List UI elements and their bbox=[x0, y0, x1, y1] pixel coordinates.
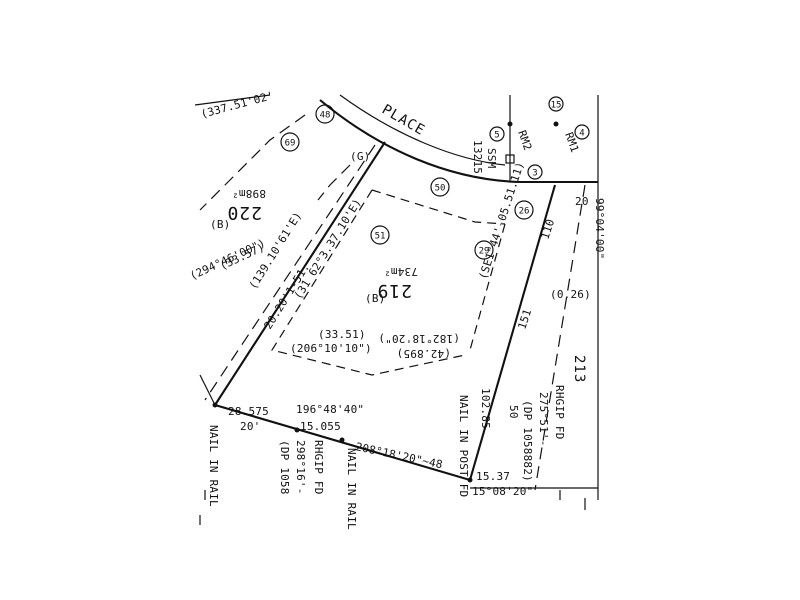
bearing-219-left2: (206°10'10") bbox=[290, 342, 372, 355]
lot-219-area: 734m² bbox=[384, 265, 418, 278]
lot-213-left-line bbox=[534, 184, 586, 491]
lot-213-number: 213 bbox=[571, 355, 587, 383]
ssm-marker bbox=[505, 154, 515, 164]
bearing-219-left1: (33.51) bbox=[318, 328, 366, 341]
rm2-point bbox=[507, 121, 513, 127]
top-left-fragment-text: (337.51'02' bbox=[199, 89, 275, 121]
svg-text:48: 48 bbox=[320, 111, 331, 121]
bottom-mid-a: 196°48'40" bbox=[296, 403, 364, 416]
street-boundary-inner bbox=[339, 94, 506, 166]
circle-26: 26 bbox=[514, 200, 534, 220]
lot-219-b: (B) bbox=[365, 292, 385, 305]
street-boundary-curve bbox=[319, 99, 598, 184]
circle-51: 51 bbox=[370, 225, 390, 245]
circle-15: 15 bbox=[548, 96, 564, 112]
right-side-d: 110 bbox=[538, 217, 557, 240]
bottom-right-a: 15.37 bbox=[476, 470, 510, 483]
svg-text:4: 4 bbox=[579, 129, 584, 139]
right-side-c: (0.26) bbox=[550, 288, 591, 301]
rhgip-fd-left: RHGIP FD bbox=[312, 440, 325, 495]
rm2-label: RM2 bbox=[515, 129, 534, 153]
lot-219-inner-left bbox=[271, 189, 466, 376]
right-edge-ticks bbox=[199, 490, 586, 525]
right-side-a: 20 bbox=[575, 195, 589, 208]
lot-220-dashed-g bbox=[317, 164, 351, 201]
lot-219-boundary-bottom bbox=[214, 403, 471, 482]
svg-text:29: 29 bbox=[479, 247, 490, 257]
corner-point-right bbox=[467, 477, 473, 483]
bottom-mid-b: 15.055 bbox=[300, 420, 341, 433]
bottom-left-b: 20' bbox=[240, 420, 260, 433]
right-side-b: 99°04'00" bbox=[593, 198, 606, 259]
bearing-220-side2: (31 62°3.37.10'E) bbox=[292, 196, 364, 301]
svg-text:15: 15 bbox=[551, 101, 562, 111]
bottom-mid-c: 208°18'20"~48 bbox=[354, 440, 443, 471]
right-side-e: 151 bbox=[515, 307, 534, 330]
corner-point-mid bbox=[294, 427, 300, 433]
ssm-number: 13215 bbox=[471, 140, 484, 174]
circle-5: 5 bbox=[489, 126, 505, 142]
corner-point-left bbox=[212, 402, 218, 408]
bearing-219-right1: (42.895) bbox=[396, 347, 451, 360]
bottom-left-a: 28.575 bbox=[228, 405, 269, 418]
right-side-g: 50 bbox=[507, 405, 520, 419]
circle-29: 29 bbox=[474, 240, 494, 260]
circle-48: 48 bbox=[315, 104, 335, 124]
rhgip-fd-right-b: 275°51'- bbox=[537, 392, 550, 447]
rm1-point bbox=[553, 121, 559, 127]
left-lot-fragment bbox=[199, 374, 216, 406]
lot-220-number: 220 bbox=[226, 202, 262, 223]
svg-text:3: 3 bbox=[532, 169, 537, 179]
circle-50: 50 bbox=[430, 177, 450, 197]
bottom-right-b: 15°08'20" bbox=[472, 485, 533, 498]
bearing-g-label: (G) bbox=[350, 150, 370, 163]
svg-text:69: 69 bbox=[285, 139, 296, 149]
circle-3: 3 bbox=[527, 164, 543, 180]
rhgip-fd-left-c: (DP 1058 bbox=[278, 440, 291, 495]
corner-point-mid2 bbox=[339, 437, 345, 443]
top-left-fragment bbox=[194, 94, 271, 106]
nail-in-rail-left: NAIL IN RAIL bbox=[207, 425, 220, 507]
svg-text:50: 50 bbox=[435, 184, 446, 194]
right-side-f: 102.85 bbox=[479, 388, 492, 429]
nail-in-post: NAIL IN POST FD bbox=[457, 395, 470, 497]
lot-219-boundary-right bbox=[468, 184, 557, 481]
svg-text:26: 26 bbox=[519, 207, 530, 217]
rhgip-fd-right-c: (DP 1058882) bbox=[521, 400, 534, 482]
lot-219-inner-top bbox=[371, 189, 506, 225]
lot-220-area: 898m² bbox=[232, 187, 266, 200]
lot-220-b: (B) bbox=[210, 218, 230, 231]
lot-219-number: 219 bbox=[376, 280, 412, 301]
lot-220-dashed-left bbox=[204, 144, 376, 401]
circle-4: 4 bbox=[574, 124, 590, 140]
rhgip-fd-right: RHGIP FD bbox=[553, 385, 566, 440]
ssm-label: SSM bbox=[485, 148, 498, 169]
circle-69: 69 bbox=[280, 132, 300, 152]
nail-in-rail-mid: NAIL IN RAIL bbox=[345, 448, 358, 530]
lot-219-boundary-left bbox=[214, 141, 386, 406]
rhgip-fd-left-b: 298°16'- bbox=[294, 440, 307, 495]
lot-220-dashed-arc bbox=[199, 114, 306, 211]
svg-text:51: 51 bbox=[375, 232, 386, 242]
svg-text:5: 5 bbox=[494, 131, 499, 141]
bearing-219-right2: (182°18'20") bbox=[378, 332, 460, 345]
lot-219-inner-right bbox=[469, 223, 506, 351]
